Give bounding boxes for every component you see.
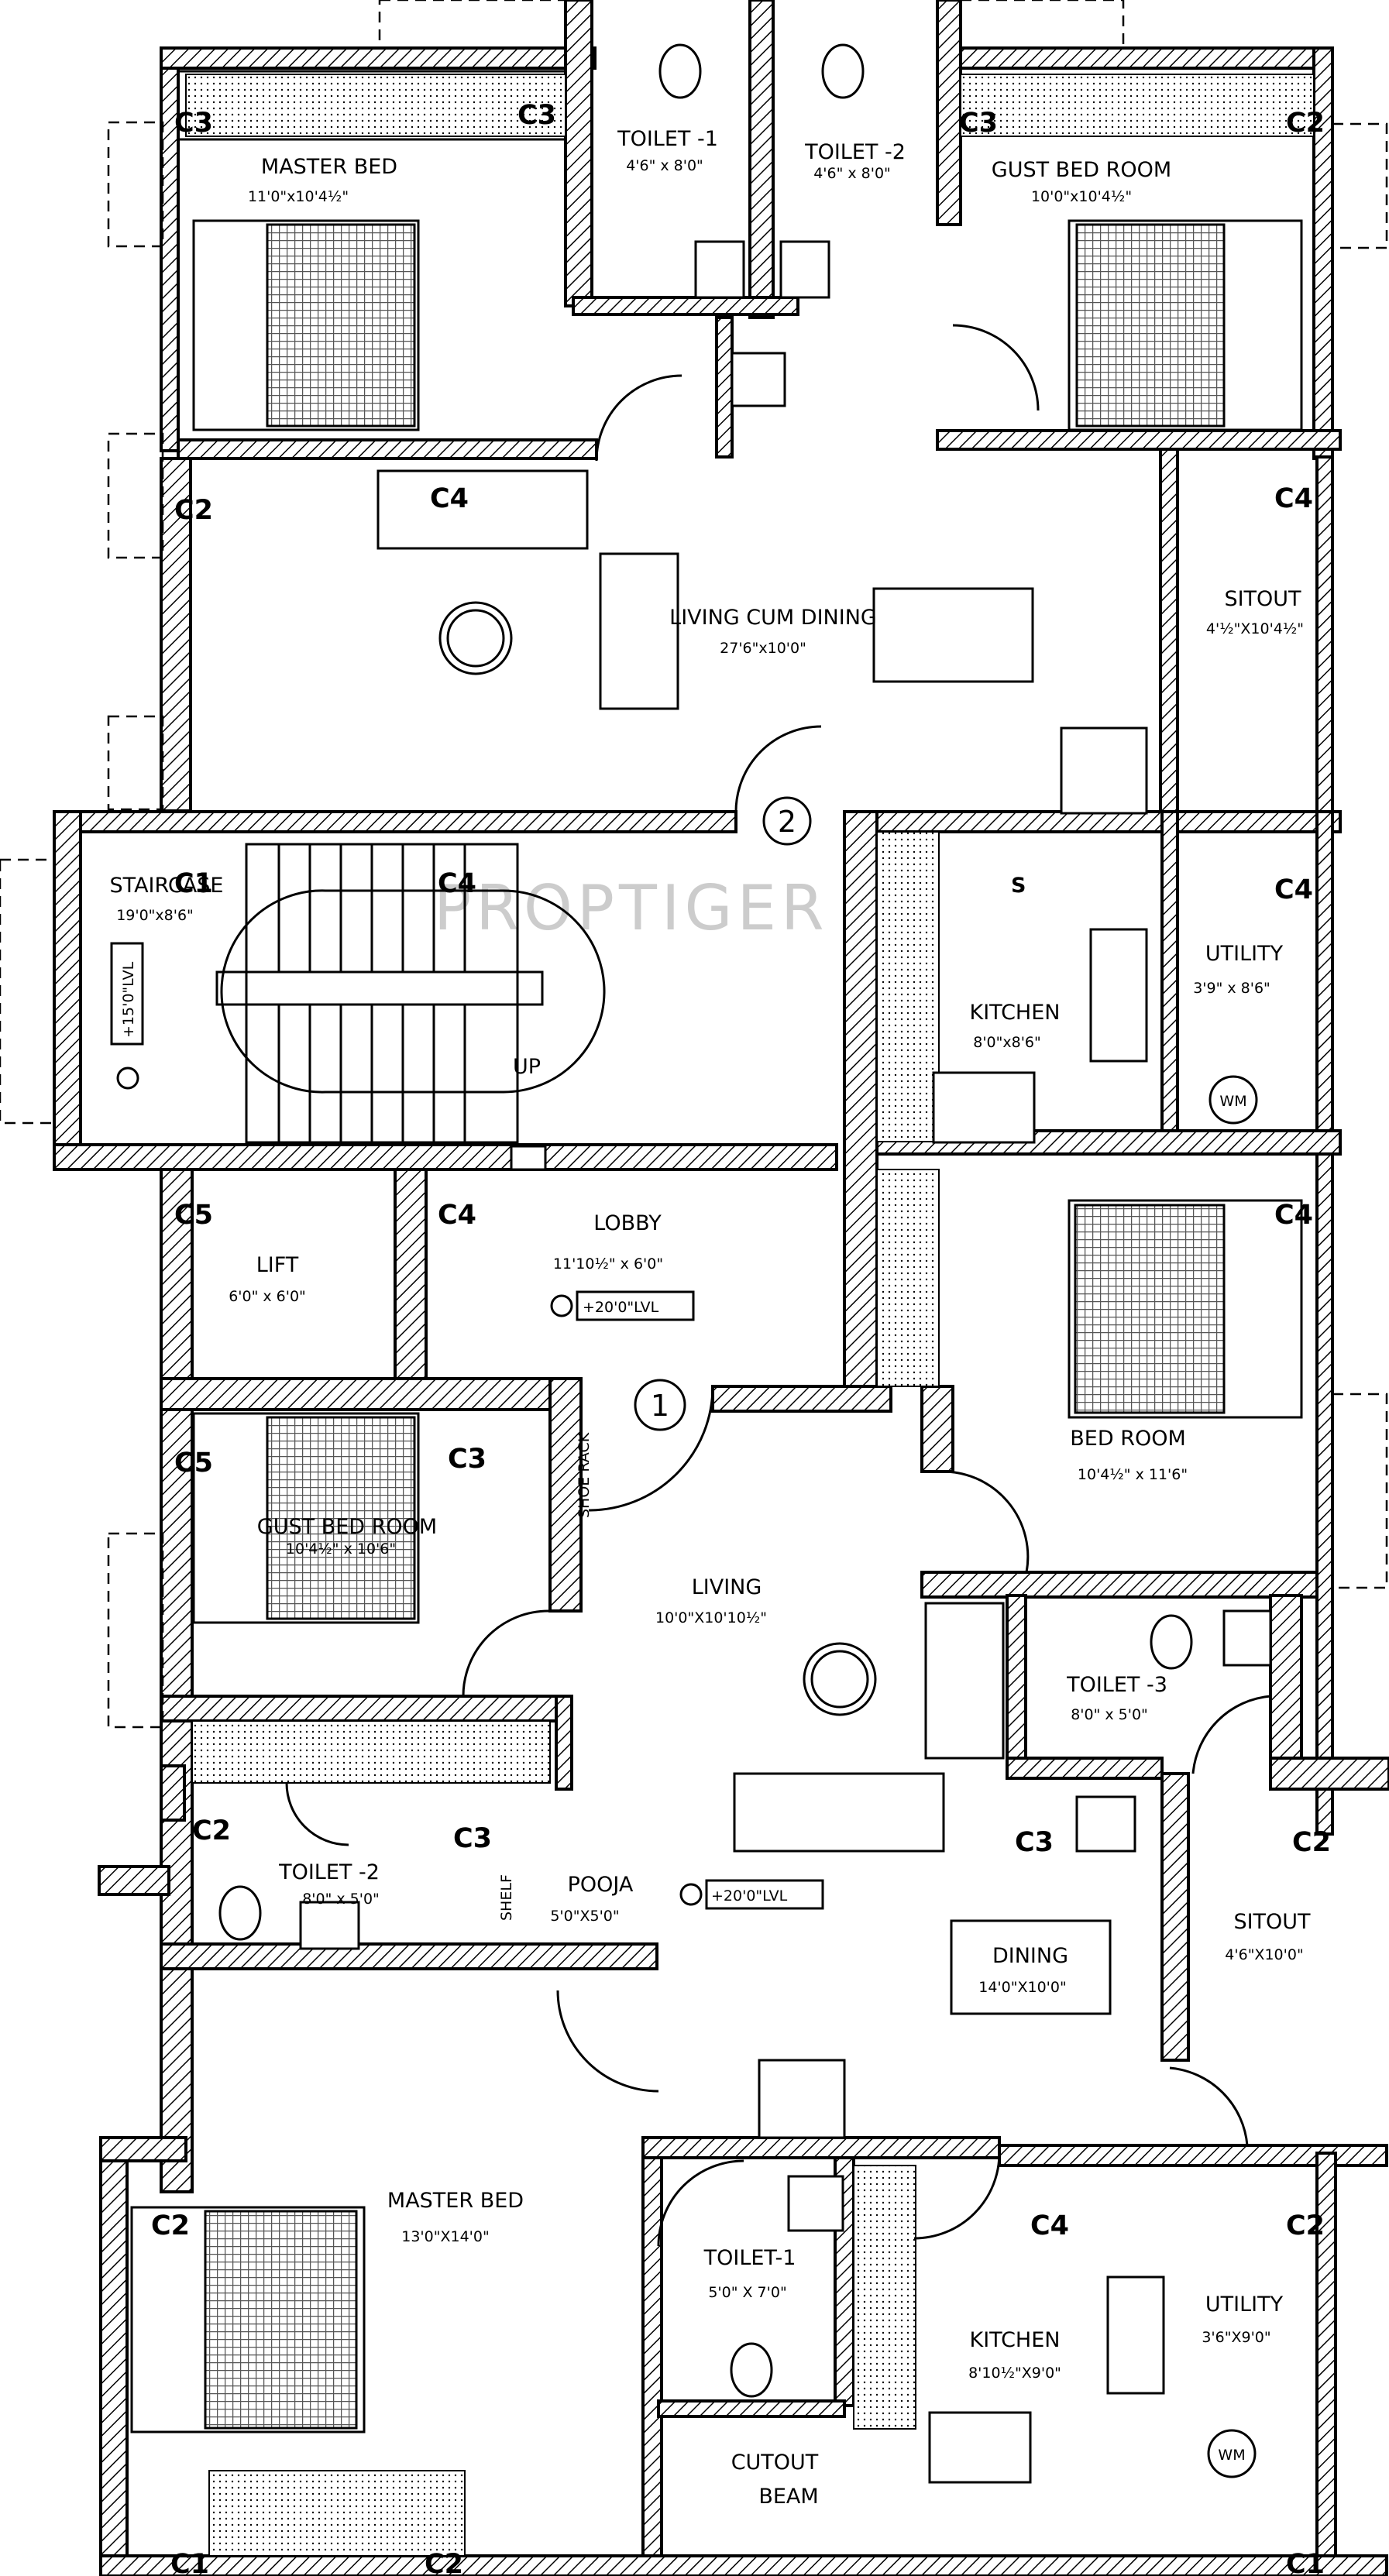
flat-2-marker bbox=[762, 796, 812, 846]
code-c5: C5 bbox=[174, 1448, 213, 1479]
code-c1: C1 bbox=[174, 868, 213, 899]
room-name: TOILET -2 bbox=[278, 1860, 380, 1884]
code-c3: C3 bbox=[453, 1823, 492, 1854]
room-name: DINING bbox=[992, 1944, 1068, 1968]
room-name: LIFT bbox=[256, 1253, 299, 1277]
code-c2: C2 bbox=[1286, 2210, 1325, 2241]
room-dim: 3'9" x 8'6" bbox=[1193, 980, 1270, 997]
level-lobby: +20'0"LVL bbox=[583, 1299, 659, 1316]
window-codes: C3 C3 C3 C2 C2 C4 C4 C1 C4 C4 C5 C4 C4 C… bbox=[151, 100, 1331, 2576]
code-c2: C2 bbox=[1292, 1827, 1331, 1858]
room-name: GUST BED ROOM bbox=[992, 158, 1171, 182]
room-name: SITOUT bbox=[1233, 1910, 1311, 1934]
room-dim: 10'0"X10'10½" bbox=[655, 1609, 767, 1626]
room-name: SITOUT bbox=[1224, 587, 1301, 611]
doors bbox=[285, 324, 1271, 2247]
beam-label: BEAM bbox=[758, 2485, 818, 2509]
code-c4: C4 bbox=[1274, 1200, 1313, 1231]
room-dim: 11'10½" x 6'0" bbox=[553, 1255, 663, 1273]
room-dim: 4'6"X10'0" bbox=[1225, 1946, 1303, 1963]
room-dim: 11'0"x10'4½" bbox=[248, 188, 349, 205]
code-c5: C5 bbox=[174, 1200, 213, 1231]
room-name: TOILET -1 bbox=[617, 127, 718, 151]
code-c2: C2 bbox=[1286, 108, 1325, 139]
code-c2: C2 bbox=[174, 495, 213, 526]
code-c4: C4 bbox=[1030, 2210, 1069, 2241]
room-dim: 8'0" x 5'0" bbox=[1071, 1706, 1148, 1723]
watermark: PROPTIGER bbox=[434, 872, 829, 944]
room-dim: 10'4½" x 11'6" bbox=[1078, 1466, 1188, 1483]
room-dim: 8'0" x 5'0" bbox=[302, 1891, 380, 1908]
flat-1-marker bbox=[634, 1379, 686, 1431]
room-dim: 6'0" x 6'0" bbox=[229, 1288, 306, 1305]
room-dim: 13'0"X14'0" bbox=[401, 2228, 489, 2245]
room-dim: 19'0"x8'6" bbox=[116, 907, 194, 924]
room-name: MASTER BED bbox=[387, 2189, 524, 2213]
room-name: LIVING bbox=[692, 1575, 762, 1599]
code-c1: C1 bbox=[1286, 2549, 1325, 2576]
level-stair: +15'0"LVL bbox=[120, 961, 137, 1038]
room-dim: 3'6"X9'0" bbox=[1202, 2329, 1270, 2346]
room-name: KITCHEN bbox=[970, 2328, 1061, 2352]
code-c4: C4 bbox=[1274, 483, 1313, 514]
level-dining: +20'0"LVL bbox=[711, 1887, 788, 1905]
room-dim: 10'4½" x 10'6" bbox=[286, 1540, 396, 1558]
room-dim: 5'0" X 7'0" bbox=[708, 2284, 786, 2301]
room-dim: 14'0"X10'0" bbox=[978, 1979, 1066, 1996]
code-c1: C1 bbox=[170, 2549, 209, 2576]
code-c3: C3 bbox=[959, 108, 998, 139]
code-c3: C3 bbox=[448, 1444, 486, 1475]
code-c4: C4 bbox=[438, 1200, 476, 1231]
staircase-drawing bbox=[215, 843, 606, 1171]
room-name: STAIRCASE bbox=[110, 874, 224, 898]
room-dim: 4'½"X10'4½" bbox=[1206, 620, 1304, 637]
code-c4: C4 bbox=[1274, 874, 1313, 905]
room-dim: 10'0"x10'4½" bbox=[1031, 188, 1132, 205]
room-dim: 27'6"x10'0" bbox=[720, 640, 806, 657]
room-dim: 4'6" x 8'0" bbox=[813, 165, 891, 182]
room-name: TOILET -3 bbox=[1066, 1673, 1167, 1697]
room-name: KITCHEN bbox=[970, 1001, 1061, 1025]
code-c2: C2 bbox=[151, 2210, 190, 2241]
wm-label: WM bbox=[1218, 2447, 1245, 2464]
misc-labels: UP S SHELF SHOE RACK CUTOUT BEAM WM WM bbox=[498, 874, 1247, 2509]
code-c4: C4 bbox=[430, 483, 469, 514]
code-c3: C3 bbox=[174, 108, 213, 139]
code-c4: C4 bbox=[438, 868, 476, 899]
furniture bbox=[130, 43, 1303, 2484]
wm-label: WM bbox=[1219, 1093, 1246, 1110]
room-name: TOILET-1 bbox=[703, 2246, 796, 2270]
room-labels: MASTER BED 11'0"x10'4½" TOILET -1 4'6" x… bbox=[110, 127, 1312, 2382]
room-dim: 8'10½"X9'0" bbox=[968, 2365, 1061, 2382]
shelf-label: SHELF bbox=[498, 1874, 515, 1921]
code-c2: C2 bbox=[192, 1815, 231, 1846]
cutout-label: CUTOUT bbox=[731, 2451, 819, 2475]
room-name: POOJA bbox=[568, 1873, 634, 1897]
room-name: BED ROOM bbox=[1070, 1427, 1186, 1451]
code-c3: C3 bbox=[1015, 1827, 1054, 1858]
s-label: S bbox=[1011, 874, 1026, 898]
code-c2: C2 bbox=[425, 2549, 463, 2576]
room-name: UTILITY bbox=[1205, 942, 1284, 966]
shoe-rack-label: SHOE RACK bbox=[576, 1432, 593, 1518]
room-dim: 4'6" x 8'0" bbox=[626, 157, 703, 174]
room-name: MASTER BED bbox=[261, 155, 397, 179]
room-name: GUST BED ROOM bbox=[257, 1515, 437, 1539]
code-c3: C3 bbox=[517, 100, 556, 131]
up-label: UP bbox=[513, 1055, 541, 1079]
room-dim: 8'0"x8'6" bbox=[973, 1034, 1041, 1051]
room-name: TOILET -2 bbox=[804, 140, 906, 164]
flat-1-number: 1 bbox=[651, 1389, 669, 1423]
room-dim: 5'0"X5'0" bbox=[550, 1908, 619, 1925]
room-name: LOBBY bbox=[593, 1211, 662, 1235]
flat-2-number: 2 bbox=[778, 805, 796, 839]
room-name: UTILITY bbox=[1205, 2293, 1284, 2317]
room-name: LIVING CUM DINING bbox=[669, 606, 877, 630]
level-markers: +15'0"LVL +20'0"LVL +20'0"LVL bbox=[110, 942, 824, 1910]
